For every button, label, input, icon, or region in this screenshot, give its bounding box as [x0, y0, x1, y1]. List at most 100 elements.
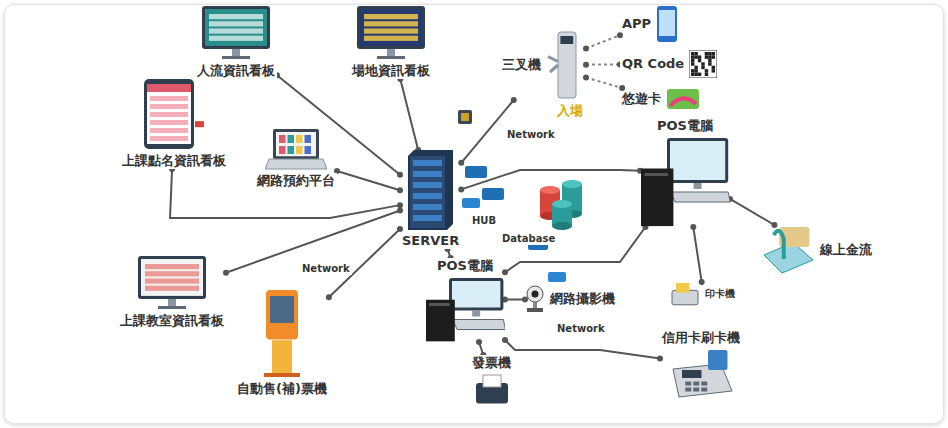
line-end-dot	[502, 269, 508, 275]
connector-group	[334, 168, 403, 193]
line-end-dot	[476, 339, 482, 345]
line-end-dot	[397, 172, 403, 178]
network-line	[400, 79, 418, 150]
device-label: 網路預約平台	[255, 173, 337, 189]
connector-group	[502, 337, 663, 362]
network-line	[461, 170, 640, 189]
line-end-dot	[690, 224, 696, 230]
device-icon	[137, 255, 207, 310]
device-label: APP	[620, 16, 653, 32]
device-icon	[143, 78, 205, 150]
device-icon	[474, 374, 510, 404]
line-end-dot	[522, 296, 528, 302]
entry-method: APP	[620, 5, 678, 43]
display-board: 場地資訊看板	[350, 5, 432, 79]
network-line	[693, 227, 701, 282]
device-icon	[666, 88, 700, 110]
device-icon	[760, 225, 815, 275]
connector-group	[169, 166, 403, 218]
web-camera: 網路攝影機	[525, 285, 617, 313]
device-label: SERVER	[400, 233, 461, 249]
device-icon	[670, 282, 700, 306]
device-icon	[640, 137, 730, 227]
line-end-dot	[583, 74, 589, 80]
turnstile: 三叉機	[500, 30, 586, 100]
pos-computer: POS電腦	[640, 118, 730, 227]
connector-group	[223, 207, 403, 275]
display-board: 人流資訊看板	[195, 5, 277, 79]
line-end-dot	[397, 207, 403, 213]
device-label: 上課點名資訊看板	[120, 153, 228, 169]
device-label: 上課教室資訊看板	[118, 313, 226, 329]
device-label: 印卡機	[703, 286, 737, 302]
line-end-dot	[458, 160, 464, 166]
online-payment: 線上金流	[760, 225, 874, 275]
network-label: HUB	[470, 214, 498, 227]
line-end-dot	[583, 45, 589, 51]
line-end-dot	[397, 187, 403, 193]
booking-platform: 網路預約平台	[255, 128, 337, 189]
device-label: POS電腦	[655, 118, 715, 134]
device-icon	[525, 285, 545, 313]
network-line	[730, 199, 774, 225]
connector-group	[583, 61, 623, 67]
network-label: Network	[300, 262, 352, 275]
line-end-dot	[771, 222, 777, 228]
connector-group	[727, 196, 777, 228]
network-line	[586, 77, 622, 88]
line-end-dot	[511, 97, 517, 103]
device-icon	[656, 5, 678, 43]
device-label: 發票機	[470, 355, 513, 371]
line-end-dot	[397, 202, 403, 208]
connector-group	[690, 224, 704, 285]
line-end-dot	[583, 62, 589, 68]
network-line	[586, 63, 620, 65]
device-icon	[408, 150, 453, 230]
connector-group	[458, 168, 643, 193]
device-label: 信用卡刷卡機	[660, 330, 742, 346]
device-label: QR Code	[620, 56, 686, 72]
network-line	[337, 171, 400, 190]
network-label: Network	[505, 128, 557, 141]
device-label: 悠遊卡	[620, 91, 663, 107]
device-label: POS電腦	[435, 258, 495, 274]
connector-group	[397, 76, 421, 153]
network-line	[170, 169, 400, 218]
device-label: 線上金流	[818, 242, 874, 258]
network-label: Database	[500, 232, 557, 245]
device-label: 自動售(補)票機	[235, 381, 329, 397]
network-label: Network	[555, 322, 607, 335]
line-end-dot	[397, 226, 403, 232]
server: SERVER	[400, 150, 461, 249]
device-label: 三叉機	[500, 57, 543, 73]
device-icon	[262, 288, 302, 378]
device-label: 網路攝影機	[548, 291, 617, 307]
device-label: 人流資訊看板	[195, 63, 277, 79]
chip	[458, 110, 472, 124]
line-end-dot	[657, 356, 663, 362]
display-board: 上課教室資訊看板	[118, 255, 226, 329]
card-terminal: 信用卡刷卡機	[660, 330, 742, 399]
pos-computer: POS電腦	[425, 258, 505, 342]
line-end-dot	[458, 186, 464, 192]
device-icon	[201, 5, 271, 60]
line-end-dot	[617, 32, 623, 38]
network-line	[505, 298, 525, 300]
connector-group	[583, 74, 625, 91]
line-end-dot	[502, 337, 508, 343]
ticket-kiosk: 自動售(補)票機	[235, 288, 329, 397]
network-line	[505, 340, 660, 359]
card-printer: 印卡機	[670, 282, 737, 306]
display-board: 上課點名資訊看板	[120, 78, 228, 169]
device-label: 場地資訊看板	[350, 63, 432, 79]
device-icon	[265, 128, 327, 170]
line-end-dot	[223, 270, 229, 276]
database-icon	[540, 180, 582, 230]
connector-group	[583, 32, 623, 51]
device-icon	[356, 5, 426, 60]
device-icon	[546, 30, 586, 100]
line-end-dot	[699, 279, 705, 285]
entry-method: 悠遊卡	[620, 88, 700, 110]
connector-group	[502, 296, 528, 302]
device-icon	[689, 50, 717, 78]
